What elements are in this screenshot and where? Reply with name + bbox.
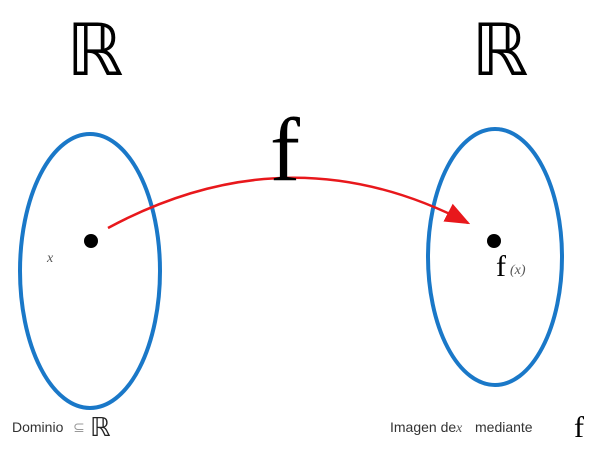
- image-caption-var: x: [455, 421, 463, 436]
- domain-caption-set: ℝ: [90, 412, 111, 442]
- subset-symbol: ⊆: [73, 419, 85, 435]
- function-label: f: [270, 101, 300, 200]
- domain-ellipse: [18, 132, 162, 410]
- image-caption: Imagen de: [390, 419, 456, 435]
- domain-set-title: ℝ: [66, 11, 123, 91]
- point-label-x: x: [46, 251, 54, 266]
- image-caption-mid: mediante: [475, 419, 533, 435]
- image-caption-f: f: [574, 411, 584, 444]
- image-label-arg: (x): [510, 263, 526, 278]
- domain-caption: Dominio: [12, 419, 64, 435]
- mapping-arrow: [107, 176, 471, 230]
- image-point: [487, 234, 501, 248]
- codomain-ellipse: [426, 127, 564, 387]
- codomain-set-title: ℝ: [471, 11, 528, 91]
- image-label-f: f: [496, 250, 506, 283]
- domain-point: [84, 234, 98, 248]
